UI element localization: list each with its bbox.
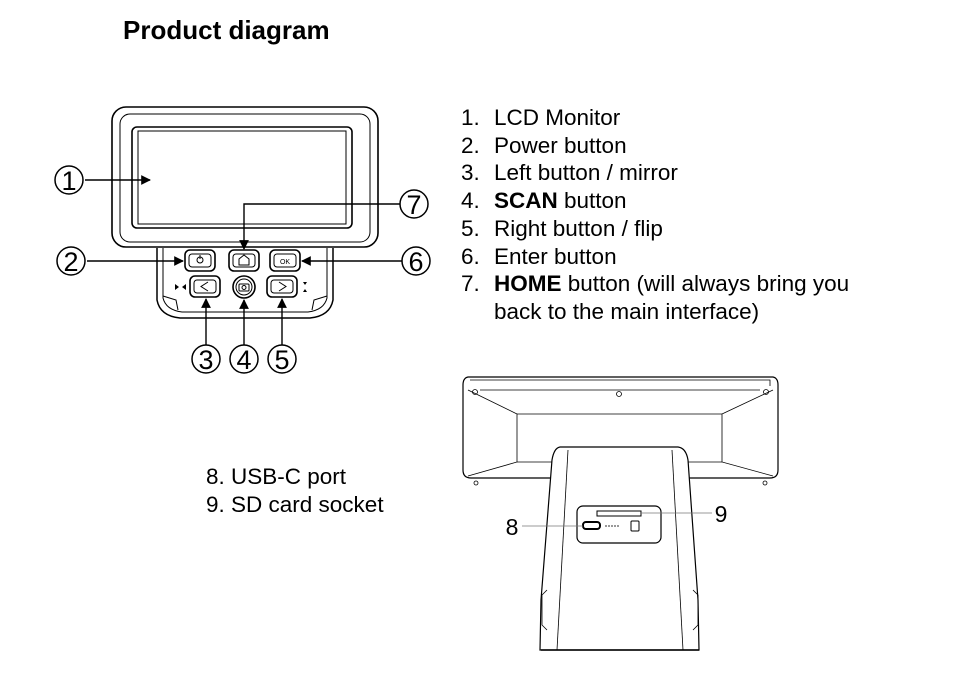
legend-item: 2.Power button [461,132,627,158]
legend-item: 1.LCD Monitor [461,105,621,130]
back-legend: 8. USB-C port 9. SD card socket [206,463,384,519]
svg-text:OK: OK [280,259,290,266]
legend-item-usb-c: 8. USB-C port [206,464,347,489]
svg-text:3: 3 [198,345,213,375]
legend-item: 5.Right button / flip [461,215,663,241]
power-button[interactable] [184,249,216,272]
legend-item: 3.Left button / mirror [461,160,678,186]
home-button[interactable] [228,249,260,272]
page-title: Product diagram [123,15,330,45]
back-view-diagram: 8 9 [462,376,779,651]
callout-4: 4 [229,344,259,375]
legend-item-sd-card: 9. SD card socket [206,492,384,517]
callout-5: 5 [267,344,297,375]
mirror-icon [175,284,186,290]
callout-7: 7 [399,189,429,220]
usb-c-port [582,521,601,530]
legend-item: back to the main interface) [494,298,760,324]
callout-2: 2 [56,246,86,277]
svg-text:2: 2 [63,247,78,277]
callout-6: 6 [401,246,431,277]
sd-card-icon [630,520,640,532]
device-bezel [111,106,379,248]
callout-3: 3 [191,344,221,375]
legend-item: 4.SCAN button [461,188,627,214]
svg-text:4: 4 [236,345,251,375]
callout-1: 1 [54,165,84,196]
flip-icon [303,282,307,292]
scan-button[interactable] [232,275,256,299]
left-button[interactable] [189,275,221,298]
enter-button[interactable]: OK [269,249,301,272]
svg-text:5: 5 [274,345,289,375]
lcd-screen [131,126,353,229]
legend-item: 7.HOME button (will always bring you [461,271,850,297]
chevron-right-icon [278,281,287,292]
sd-card-slot [596,510,642,517]
chevron-left-icon [200,281,209,292]
svg-text:6: 6 [408,247,423,277]
home-icon [238,254,250,266]
legend-item: 6.Enter button [461,243,617,269]
callout-8: 8 [506,514,519,540]
device-lower-body [156,248,334,319]
right-button[interactable] [266,275,298,298]
svg-text:7: 7 [406,190,421,220]
svg-text:1: 1 [61,166,76,196]
front-legend: 1.LCD Monitor 2.Power button 3.Left butt… [461,104,849,326]
callout-9: 9 [715,501,728,527]
camera-icon [238,283,250,292]
